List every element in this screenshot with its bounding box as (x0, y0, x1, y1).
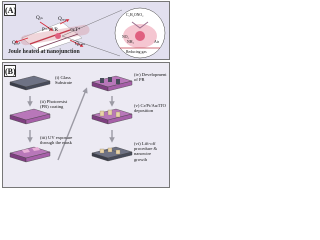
step-6-text: Lift-off procedure & nanowire growth (134, 141, 158, 162)
step-3-text: UV exposure through the mask (40, 135, 73, 146)
flow-arrows (27, 87, 115, 161)
step-2-label: (ii) Photoresist (PR) coating (40, 99, 67, 109)
step-3-label: (iii) UV exposure through the mask (40, 135, 72, 145)
magnified-view (61, 7, 166, 59)
step-1-number: (i) (55, 75, 60, 80)
step-6-label: (vi) Lift-off procedure & nanowire growt… (134, 141, 157, 162)
step-5-label: (v) Cr/Pt/Au/ITO deposition (134, 103, 166, 113)
no2-label: NO₂ (122, 35, 129, 39)
step-6-lift-off (91, 146, 133, 162)
step-4-label: (iv) Development of PR (134, 72, 167, 82)
molecule-label: C₂H₅ONO₂ (126, 13, 144, 17)
heat-flow-arrows (14, 19, 84, 47)
step-5-text: Cr/Pt/Au/ITO deposition (134, 103, 166, 114)
reducing-gas-label: Reducing gas (126, 50, 147, 54)
joule-heating-caption: Joule heated at nanojunction (8, 49, 80, 55)
q-loss-label: Qₗₒₛₛ (75, 41, 85, 47)
step-1-substrate (9, 75, 51, 91)
step-5-deposition (91, 108, 133, 125)
step-1-label: (i) Glass Substrate (55, 75, 72, 85)
nh3-label: NH₃ (127, 40, 134, 44)
step-2-photoresist (9, 108, 51, 125)
step-1-text: Glass Substrate (55, 75, 73, 86)
radiation-label: σεT⁴ (70, 27, 80, 33)
step-3-number: (iii) (40, 135, 47, 140)
power-label: P=V²/R (42, 27, 59, 33)
diagram-canvas (14, 7, 166, 59)
step-4-number: (iv) (134, 72, 141, 77)
step-2-number: (ii) (40, 99, 46, 104)
panel-b-tag: (B) (4, 65, 16, 77)
step-5-number: (v) (134, 103, 140, 108)
step-2-text: Photoresist (PR) coating (40, 99, 68, 110)
panel-a-tag: (A) (4, 4, 17, 16)
air-label: Air (154, 40, 160, 44)
q-in-label: Qᵢₙ (36, 15, 43, 21)
step-4-development (91, 75, 133, 92)
process-flow (9, 75, 133, 163)
step-4-text: Development of PR (134, 72, 167, 83)
step-3-uv-exposure (9, 146, 51, 163)
step-6-number: (vi) (134, 141, 141, 146)
q-out-label: Qₒᵤₜ (12, 40, 21, 46)
q-rad-label: Qᵣₐ₉ (58, 16, 67, 22)
